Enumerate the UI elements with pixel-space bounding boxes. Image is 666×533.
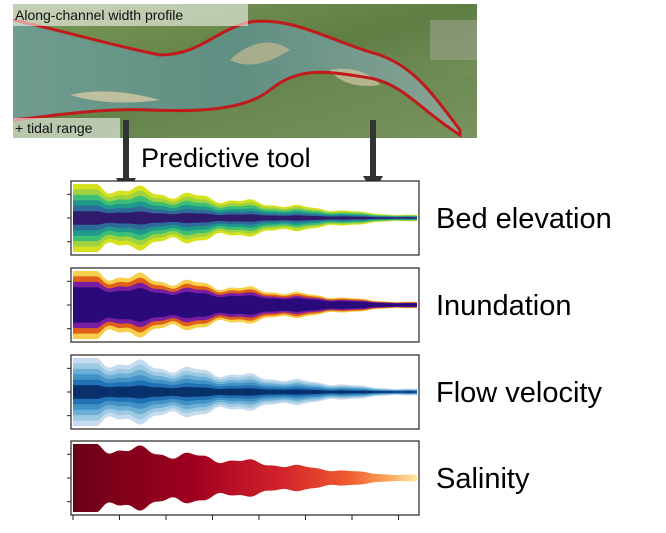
panel-bed: Bed elevation bbox=[67, 180, 612, 256]
panel-label-salinity: Salinity bbox=[436, 463, 530, 495]
panel-inundation: Inundation bbox=[67, 267, 571, 343]
panel-label-inundation: Inundation bbox=[436, 290, 571, 322]
field-band-bed-5 bbox=[73, 211, 417, 225]
caption-backdrop-bottom bbox=[13, 118, 120, 138]
caption-backdrop-top bbox=[13, 4, 248, 26]
panel-label-velocity: Flow velocity bbox=[436, 377, 602, 409]
panel-velocity: Flow velocity bbox=[67, 354, 602, 430]
predictive-tool-label: Predictive tool bbox=[141, 143, 311, 173]
estuary-water bbox=[13, 20, 460, 135]
panel-label-bed: Bed elevation bbox=[436, 203, 612, 235]
map-caption-top: Along-channel width profile bbox=[15, 7, 183, 23]
field-band-velocity-5 bbox=[73, 385, 417, 399]
map-caption-bottom: + tidal range bbox=[15, 120, 93, 136]
panel-salinity: Salinity bbox=[67, 440, 530, 516]
satellite-map bbox=[13, 4, 477, 138]
salinity-gradient-field bbox=[73, 444, 417, 512]
channel-outline bbox=[13, 18, 462, 138]
field-band-inundation-5 bbox=[73, 298, 417, 312]
bottom-axis bbox=[72, 515, 399, 520]
